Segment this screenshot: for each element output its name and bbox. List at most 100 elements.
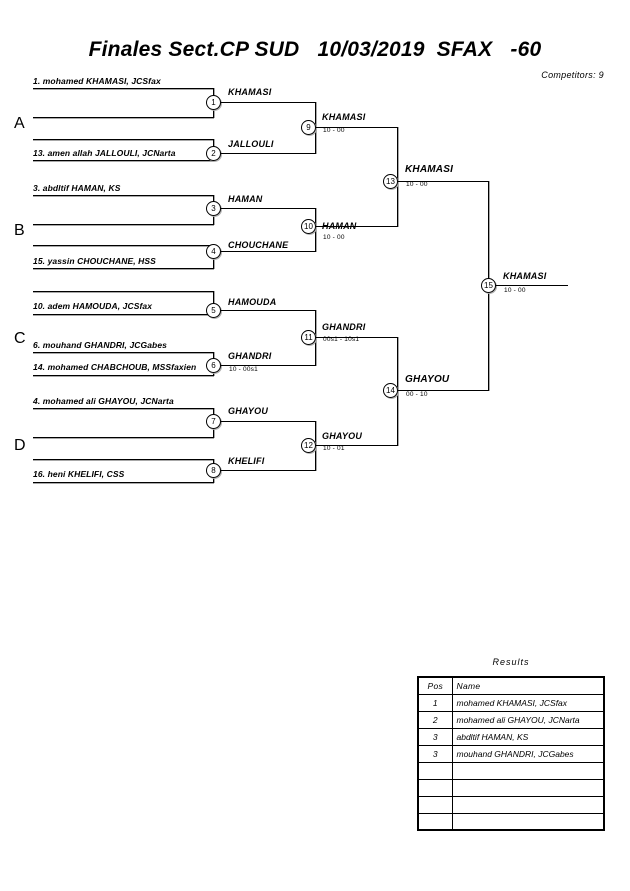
entry-line-4	[33, 268, 214, 269]
match-out-line-13	[398, 181, 489, 182]
section-label-b: B	[14, 222, 25, 239]
table-row[interactable]	[417, 795, 605, 814]
match-score-12: 10 - 01	[323, 445, 345, 452]
result-name	[451, 778, 605, 797]
result-pos: 3	[417, 744, 453, 763]
match-node-15[interactable]: 15	[481, 278, 496, 293]
entry-line-8	[33, 482, 214, 483]
match-winner-8: KHELIFI	[228, 456, 265, 466]
match-out-line-15	[496, 285, 568, 286]
result-pos: 2	[417, 710, 453, 729]
match-score-15: 10 - 00	[504, 287, 526, 294]
entry-line-4a	[33, 245, 214, 246]
entry-label-13: 13. amen allah JALLOULI, JCNarta	[33, 148, 176, 158]
match-score-14: 00 - 10	[406, 391, 428, 398]
entry-label-14: 14. mohamed CHABCHOUB, MSSfaxien	[33, 362, 197, 372]
entry-line-2	[33, 160, 214, 161]
match-out-line-5	[221, 310, 316, 311]
result-name	[451, 812, 605, 831]
match-winner-9: KHAMASI	[322, 112, 366, 122]
match-out-line-9	[316, 127, 398, 128]
match-out-line-8	[221, 470, 316, 471]
match-node-9[interactable]: 9	[301, 120, 316, 135]
match-node-10[interactable]: 10	[301, 219, 316, 234]
results-header-row: Pos Name	[417, 676, 605, 695]
results-col-name: Name	[451, 676, 605, 695]
match-score-6: 10 - 00s1	[229, 366, 258, 373]
match-bracket-10	[315, 208, 316, 252]
match-bracket-13	[397, 127, 398, 227]
match-node-4[interactable]: 4	[206, 244, 221, 259]
entry-line-7b	[33, 437, 214, 438]
entry-label-10: 10. adem HAMOUDA, JCSfax	[33, 301, 153, 311]
entry-line-7	[33, 408, 214, 409]
match-node-11[interactable]: 11	[301, 330, 316, 345]
page-title: Finales Sect.CP SUD 10/03/2019 SFAX -60	[88, 38, 542, 61]
match-node-2[interactable]: 2	[206, 146, 221, 161]
table-row[interactable]	[417, 761, 605, 780]
entry-label-15: 15. yassin CHOUCHANE, HSS	[33, 256, 156, 266]
entry-label-3: 3. abdltif HAMAN, KS	[33, 183, 121, 193]
match-out-line-7	[221, 421, 316, 422]
match-winner-12: GHAYOU	[322, 431, 363, 441]
entry-line-5a	[33, 291, 214, 292]
entry-label-6: 6. mouhand GHANDRI, JCGabes	[33, 340, 167, 350]
section-label-a: A	[14, 115, 25, 132]
match-out-line-3	[221, 208, 316, 209]
table-row[interactable]: 3 mouhand GHANDRI, JCGabes	[417, 744, 605, 763]
section-label-d: D	[14, 437, 26, 454]
match-out-line-12	[316, 445, 398, 446]
match-node-14[interactable]: 14	[383, 383, 398, 398]
match-node-12[interactable]: 12	[301, 438, 316, 453]
match-winner-1: KHAMASI	[228, 87, 272, 97]
match-winner-15: KHAMASI	[503, 271, 547, 281]
match-node-5[interactable]: 5	[206, 303, 221, 318]
section-label-c: C	[14, 330, 26, 347]
match-node-8[interactable]: 8	[206, 463, 221, 478]
entry-label-16: 16. heni KHELIFI, CSS	[33, 469, 125, 479]
entry-line-1	[33, 88, 214, 89]
results-title: Results	[492, 657, 530, 667]
match-out-line-10	[316, 226, 398, 227]
match-score-10: 10 - 00	[323, 234, 345, 241]
match-node-13[interactable]: 13	[383, 174, 398, 189]
match-out-line-6	[221, 365, 316, 366]
match-winner-11: GHANDRI	[322, 322, 366, 332]
result-name: mohamed ali GHAYOU, JCNarta	[451, 710, 605, 729]
result-pos	[417, 795, 453, 814]
result-pos: 1	[417, 693, 453, 712]
match-winner-4: CHOUCHANE	[228, 240, 289, 250]
match-winner-3: HAMAN	[228, 194, 263, 204]
match-winner-14: GHAYOU	[405, 374, 450, 385]
entry-line-5	[33, 314, 214, 315]
results-table: Pos Name 1 mohamed KHAMASI, JCSfax 2 moh…	[417, 676, 605, 831]
result-pos	[417, 761, 453, 780]
match-out-line-1	[221, 102, 316, 103]
match-node-7[interactable]: 7	[206, 414, 221, 429]
match-winner-6: GHANDRI	[228, 351, 272, 361]
competitors-count: Competitors: 9	[541, 70, 604, 80]
entry-line-6a	[33, 352, 214, 353]
entry-line-8a	[33, 459, 214, 460]
entry-line-3	[33, 195, 214, 196]
result-name: mouhand GHANDRI, JCGabes	[451, 744, 605, 763]
entry-label-4: 4. mohamed ali GHAYOU, JCNarta	[33, 396, 174, 406]
match-node-6[interactable]: 6	[206, 358, 221, 373]
entry-label-1: 1. mohamed KHAMASI, JCSfax	[33, 76, 161, 86]
match-node-1[interactable]: 1	[206, 95, 221, 110]
match-score-9: 10 - 00	[323, 127, 345, 134]
match-score-13: 10 - 00	[406, 181, 428, 188]
table-row[interactable]: 1 mohamed KHAMASI, JCSfax	[417, 693, 605, 712]
table-row[interactable]: 2 mohamed ali GHAYOU, JCNarta	[417, 710, 605, 729]
result-pos	[417, 812, 453, 831]
table-row[interactable]	[417, 812, 605, 831]
result-name	[451, 761, 605, 780]
table-row[interactable]	[417, 778, 605, 797]
match-node-3[interactable]: 3	[206, 201, 221, 216]
table-row[interactable]: 3 abdltif HAMAN, KS	[417, 727, 605, 746]
match-score-11: 00s1 - 10s1	[323, 336, 360, 343]
entry-line-2a	[33, 139, 214, 140]
result-name: mohamed KHAMASI, JCSfax	[451, 693, 605, 712]
entry-line-1b	[33, 117, 214, 118]
match-winner-5: HAMOUDA	[228, 297, 277, 307]
